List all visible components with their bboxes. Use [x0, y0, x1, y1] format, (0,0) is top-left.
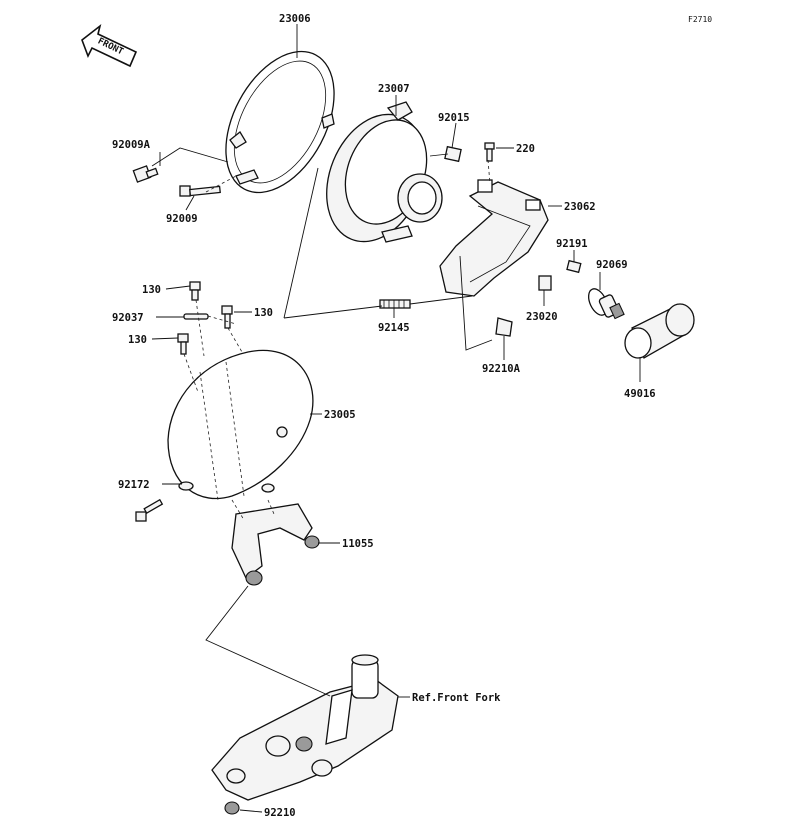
nut-92210 — [224, 801, 240, 815]
callout-92210: 92210 — [264, 807, 296, 819]
callout-23005: 23005 — [324, 409, 356, 421]
cap-49016 — [624, 303, 695, 359]
screw-92172 — [135, 498, 164, 522]
callout-92191: 92191 — [556, 238, 588, 250]
callout-leaders — [151, 24, 641, 813]
callout-92172: 92172 — [118, 479, 150, 491]
clip-23020 — [538, 275, 552, 291]
callout-92145: 92145 — [378, 322, 410, 334]
callout-23020: 23020 — [526, 311, 558, 323]
callout-ref-front-fork: Ref.Front Fork — [412, 692, 501, 704]
callout-92210A: 92210A — [482, 363, 521, 375]
headlight-housing-23007 — [326, 101, 443, 243]
callout-130-right: 130 — [254, 307, 273, 319]
callout-92037: 92037 — [112, 312, 144, 324]
collar-92191 — [566, 259, 582, 274]
headlight-rim-23006 — [225, 50, 335, 194]
callout-23062: 23062 — [564, 201, 596, 213]
pin-92037 — [183, 313, 209, 320]
front-direction-arrow-icon: FRONT — [81, 23, 138, 68]
callout-92069: 92069 — [596, 259, 628, 271]
callout-49016: 49016 — [624, 388, 656, 400]
lens-cover-23005 — [167, 349, 314, 500]
nut-92210A — [495, 317, 513, 337]
bolt-130-upper — [189, 281, 201, 301]
callout-92009A: 92009A — [112, 139, 151, 151]
nut-92015 — [444, 145, 462, 163]
callout-130-lower: 130 — [128, 334, 147, 346]
bolt-130-right — [221, 305, 233, 329]
callout-130-upper: 130 — [142, 284, 161, 296]
callout-92015: 92015 — [438, 112, 470, 124]
screw-220 — [484, 142, 495, 162]
figure-code: F2710 — [688, 15, 712, 24]
callout-23006: 23006 — [279, 13, 311, 25]
callout-92009: 92009 — [166, 213, 198, 225]
callout-220: 220 — [516, 143, 535, 155]
callout-23007: 23007 — [378, 83, 410, 95]
screw-92009 — [179, 185, 221, 197]
bulb-92069 — [587, 288, 625, 320]
bolt-92009A — [132, 165, 159, 183]
bracket-23062 — [439, 179, 549, 297]
assembly-lines — [151, 147, 493, 697]
spring-92145 — [379, 299, 411, 309]
front-fork-bracket — [211, 654, 399, 801]
bolt-130-lower — [177, 333, 189, 355]
bracket-11055 — [231, 503, 320, 586]
callout-11055: 11055 — [342, 538, 374, 550]
